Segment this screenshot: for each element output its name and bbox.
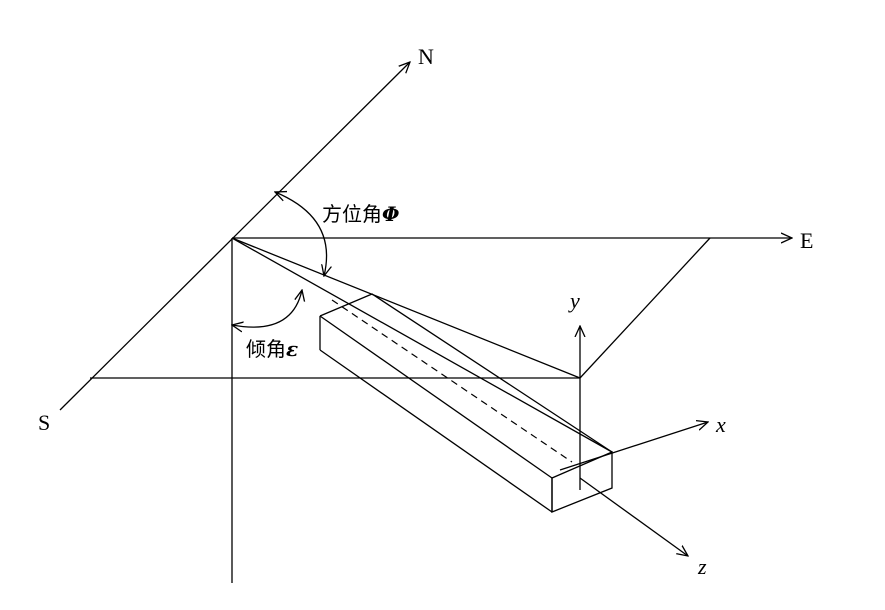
inclination-angle-label: 倾角ε	[246, 337, 298, 361]
inclination-angle-arc	[232, 290, 302, 327]
x-axis-label: x	[715, 412, 726, 437]
y-axis-label: y	[568, 288, 580, 313]
east-label: E	[800, 228, 813, 253]
azimuth-angle-label: 方位角Φ	[322, 202, 400, 226]
azimuth-angle-arc	[275, 192, 327, 276]
north-south-line	[59, 62, 410, 411]
element-centerline	[331, 299, 573, 463]
z-axis-label: z	[697, 554, 707, 579]
z-axis	[579, 477, 688, 556]
plane-right-edge	[579, 237, 711, 379]
south-label: S	[38, 410, 50, 435]
x-axis	[559, 422, 708, 471]
north-label: N	[418, 44, 434, 69]
rectangular-element	[319, 293, 613, 513]
